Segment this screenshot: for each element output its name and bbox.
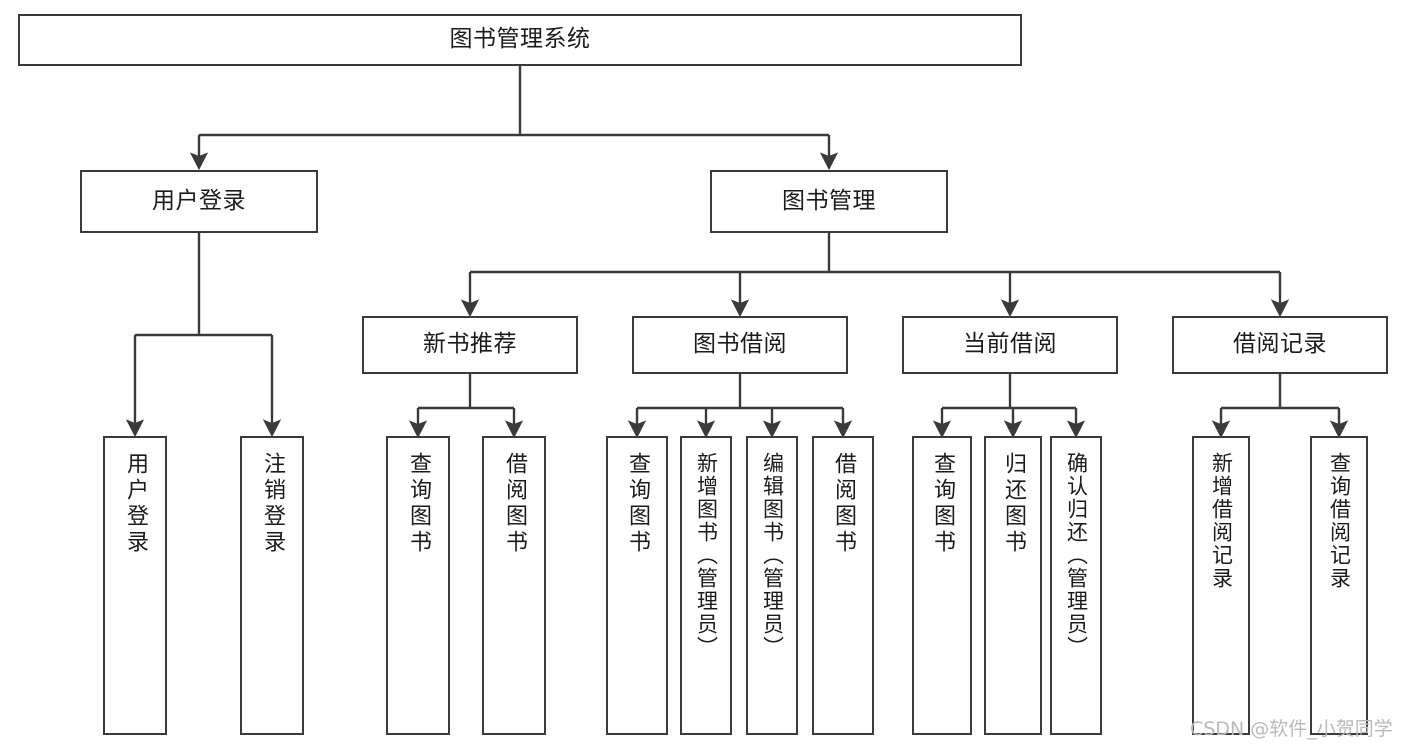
leaf-query-book-recommend[interactable]: 查询图书 [386,436,450,735]
leaf-query-book-current-label: 查询图书 [930,452,955,556]
node-book-borrow[interactable]: 图书借阅 [632,316,848,374]
leaf-add-borrow-record-label: 新增借阅记录 [1209,452,1234,590]
node-user-login-label: 用户登录 [152,187,246,214]
leaf-user-login[interactable]: 用户登录 [103,436,167,735]
leaf-add-borrow-record[interactable]: 新增借阅记录 [1192,436,1250,735]
node-root[interactable]: 图书管理系统 [18,14,1022,66]
leaf-add-book-admin-label: 新增图书（管理员） [694,452,719,659]
leaf-borrow-book-recommend-label: 借阅图书 [502,452,527,556]
leaf-add-book-admin[interactable]: 新增图书（管理员） [680,436,732,735]
leaf-query-borrow-record[interactable]: 查询借阅记录 [1310,436,1368,735]
node-new-book-recommend-label: 新书推荐 [423,331,517,358]
leaf-return-book[interactable]: 归还图书 [984,436,1042,735]
leaf-query-borrow-record-label: 查询借阅记录 [1327,452,1352,590]
csdn-watermark: CSDN @软件_小贺同学 [1190,718,1393,740]
leaf-borrow-book[interactable]: 借阅图书 [812,436,874,735]
leaf-query-book-borrow-label: 查询图书 [625,452,650,556]
node-current-borrow-label: 当前借阅 [963,331,1057,358]
leaf-query-book-current[interactable]: 查询图书 [912,436,972,735]
node-root-label: 图书管理系统 [449,26,591,53]
node-book-management[interactable]: 图书管理 [710,170,948,233]
leaf-borrow-book-recommend[interactable]: 借阅图书 [482,436,546,735]
node-book-management-label: 图书管理 [782,187,876,214]
node-borrow-record-label: 借阅记录 [1233,331,1327,358]
node-current-borrow[interactable]: 当前借阅 [902,316,1118,374]
node-book-borrow-label: 图书借阅 [693,331,787,358]
leaf-confirm-return-admin-label: 确认归还（管理员） [1064,452,1089,659]
node-borrow-record[interactable]: 借阅记录 [1172,316,1388,374]
leaf-edit-book-admin[interactable]: 编辑图书（管理员） [746,436,798,735]
leaf-confirm-return-admin[interactable]: 确认归还（管理员） [1050,436,1102,735]
leaf-edit-book-admin-label: 编辑图书（管理员） [760,452,785,659]
node-new-book-recommend[interactable]: 新书推荐 [362,316,578,374]
leaf-return-book-label: 归还图书 [1001,452,1026,556]
leaf-query-book-recommend-label: 查询图书 [406,452,431,556]
leaf-borrow-book-label: 借阅图书 [831,452,856,556]
node-user-login[interactable]: 用户登录 [80,170,318,233]
leaf-user-login-label: 用户登录 [123,452,148,556]
leaf-query-book-borrow[interactable]: 查询图书 [606,436,668,735]
leaf-logout-label: 注销登录 [260,452,285,556]
leaf-logout[interactable]: 注销登录 [240,436,304,735]
